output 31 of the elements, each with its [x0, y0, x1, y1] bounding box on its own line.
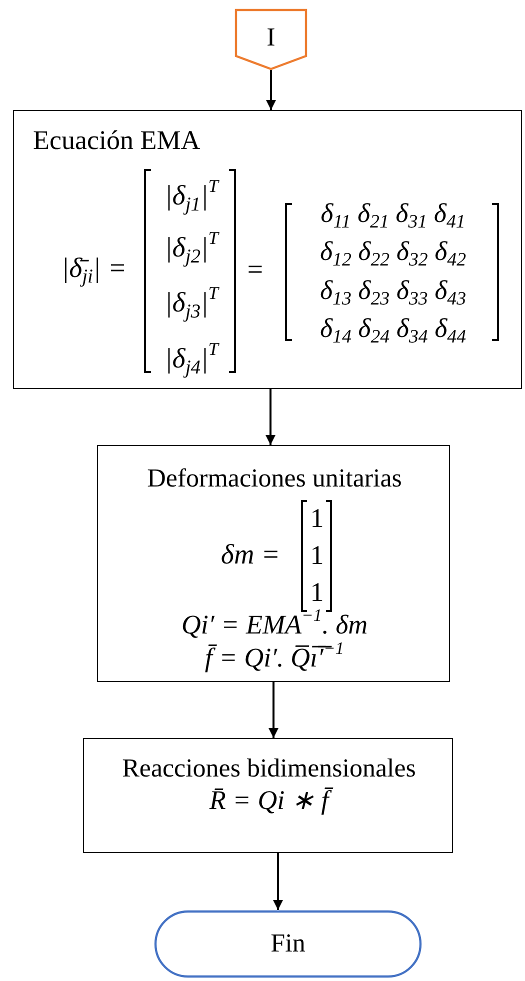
process-box	[83, 738, 453, 853]
matrix-entry: |δ$_{j1}$|$^{T}$	[164, 176, 220, 216]
matrix-row-text: δ$_{12}$ δ$_{22}$ δ$_{32}$ δ$_{42}$	[318, 236, 468, 272]
formula-text: =	[244, 256, 266, 286]
connector-label: I	[266, 24, 276, 52]
process-box	[97, 445, 450, 682]
formula-text: |δ̄$_{ji}$| =	[60, 254, 128, 288]
step-title: Deformaciones unitarias	[146, 464, 403, 494]
formula-text: δm =	[220, 540, 282, 572]
matrix-entry: |δ$_{j3}$|$^{T}$	[164, 282, 220, 324]
matrix-row-text: δ$_{14}$ δ$_{24}$ δ$_{34}$ δ$_{44}$	[318, 314, 468, 348]
formula-text: f̄ = Qi′. Q̅ı̅′̅$^{−1}$	[204, 639, 346, 673]
matrix-row-text: δ$_{13}$ δ$_{23}$ δ$_{33}$ δ$_{43}$	[318, 276, 468, 310]
terminal-label: Fin	[270, 930, 306, 958]
step-title: Reacciones bidimensionales	[121, 754, 417, 784]
arrow	[266, 70, 276, 110]
formula-text: R̄ = Qi ∗ f̄	[84, 786, 454, 816]
matrix-row-text: δ$_{11}$ δ$_{21}$ δ$_{31}$ δ$_{41}$	[320, 198, 466, 234]
formula-text: Qi′ = EMA$^{−1}$. δm	[180, 606, 369, 640]
matrix-entry: 1	[309, 578, 325, 608]
arrow	[266, 389, 276, 445]
off-page-connector	[235, 9, 307, 70]
process-box	[13, 110, 522, 389]
matrix-entry: |δ$_{j4}$|$^{T}$	[164, 338, 220, 380]
matrix-entry: 1	[309, 504, 325, 534]
terminator-pill	[154, 910, 422, 978]
step-title: Ecuación EMA	[33, 126, 202, 156]
matrix-entry: |δ$_{j2}$|$^{T}$	[164, 228, 220, 268]
matrix-entry: 1	[309, 541, 325, 571]
arrow	[268, 682, 278, 738]
arrow	[273, 853, 283, 910]
